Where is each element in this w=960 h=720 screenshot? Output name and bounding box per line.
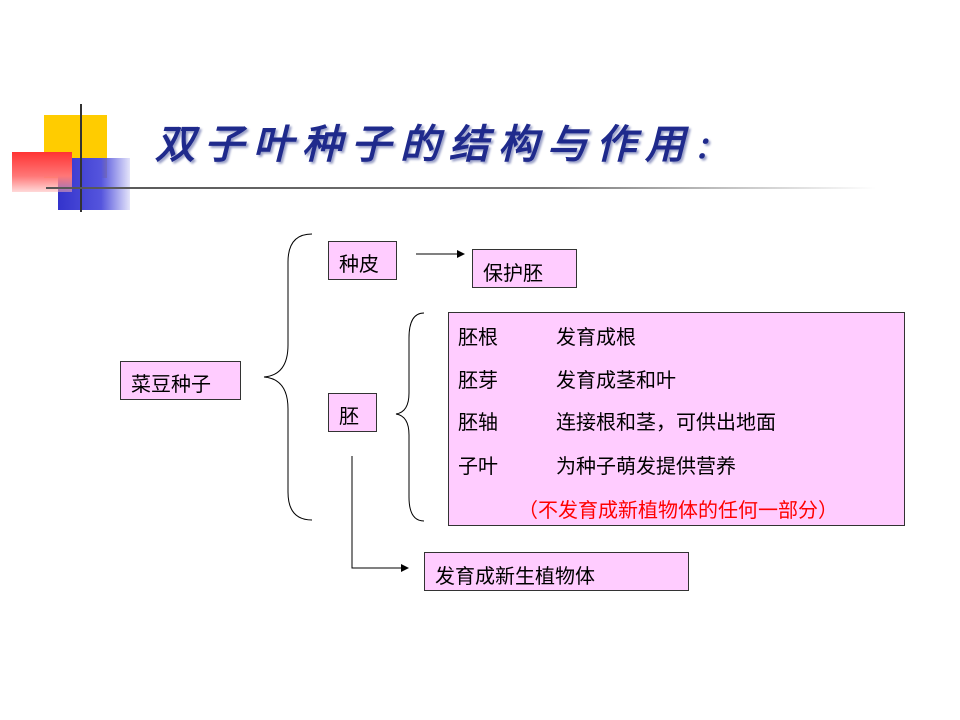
title-text: 双子叶种子的结构与作用 bbox=[155, 121, 694, 168]
seed-coat-label: 种皮 bbox=[339, 252, 379, 276]
seed-box: 菜豆种子 bbox=[120, 361, 241, 400]
embryo-parts-box bbox=[448, 312, 905, 526]
embryo-label: 胚 bbox=[339, 404, 359, 428]
embryo-brace bbox=[395, 312, 425, 522]
page-title: 双子叶种子的结构与作用： bbox=[155, 112, 724, 170]
part-name-cotyledon: 子叶 bbox=[458, 454, 498, 478]
title-underline bbox=[46, 187, 876, 189]
embryo-arrow bbox=[351, 456, 409, 572]
part-function-cotyledon: 为种子萌发提供营养 bbox=[556, 454, 736, 478]
seed-coat-function-label: 保护胚 bbox=[483, 261, 543, 285]
part-function-hypocotyl: 连接根和茎，可供出地面 bbox=[556, 410, 776, 434]
part-name-hypocotyl: 胚轴 bbox=[458, 410, 498, 434]
part-name-plumule: 胚芽 bbox=[458, 368, 498, 392]
seed-coat-function-box: 保护胚 bbox=[472, 249, 577, 288]
embryo-box: 胚 bbox=[328, 393, 377, 432]
main-brace bbox=[263, 233, 313, 521]
decor-red-square bbox=[12, 152, 72, 192]
seed-label: 菜豆种子 bbox=[131, 372, 211, 396]
part-name-radicle: 胚根 bbox=[458, 325, 498, 349]
decor-vertical-line bbox=[80, 104, 82, 212]
seed-coat-box: 种皮 bbox=[328, 241, 397, 280]
embryo-function-label: 发育成新生植物体 bbox=[435, 564, 595, 588]
part-function-radicle: 发育成根 bbox=[556, 325, 636, 349]
note-text: （不发育成新植物体的任何一部分） bbox=[518, 498, 838, 522]
title-colon: ： bbox=[694, 131, 724, 166]
part-function-plumule: 发育成茎和叶 bbox=[556, 368, 676, 392]
embryo-function-box: 发育成新生植物体 bbox=[424, 552, 689, 591]
